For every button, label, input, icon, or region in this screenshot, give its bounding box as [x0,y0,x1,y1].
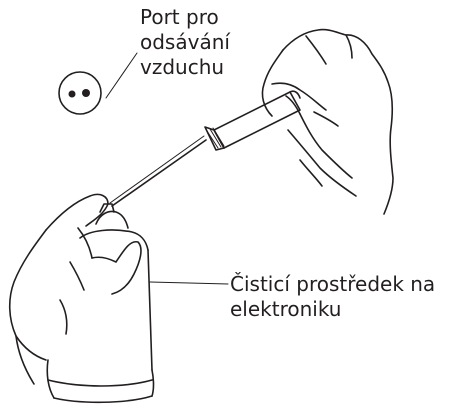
port-label-line-2: odsávání [140,30,230,55]
port-leader-line [106,53,137,98]
cleaner-label-line-1: Čisticí prostředek na [230,272,435,297]
air-suction-port-icon [59,72,101,114]
aerosol-can [47,204,153,402]
port-label-line-3: vzduchu [140,55,230,80]
extension-tube [112,140,206,206]
cleaner-leader-line [150,282,228,284]
cleaner-label: Čisticí prostředek na elektroniku [230,272,435,322]
left-hand [10,194,141,384]
port-label-line-1: Port pro [140,5,230,30]
right-hand [262,30,393,214]
port-label: Port pro odsávání vzduchu [140,5,230,80]
nozzle-body [205,91,300,150]
cleaner-label-line-2: elektroniku [230,297,435,322]
